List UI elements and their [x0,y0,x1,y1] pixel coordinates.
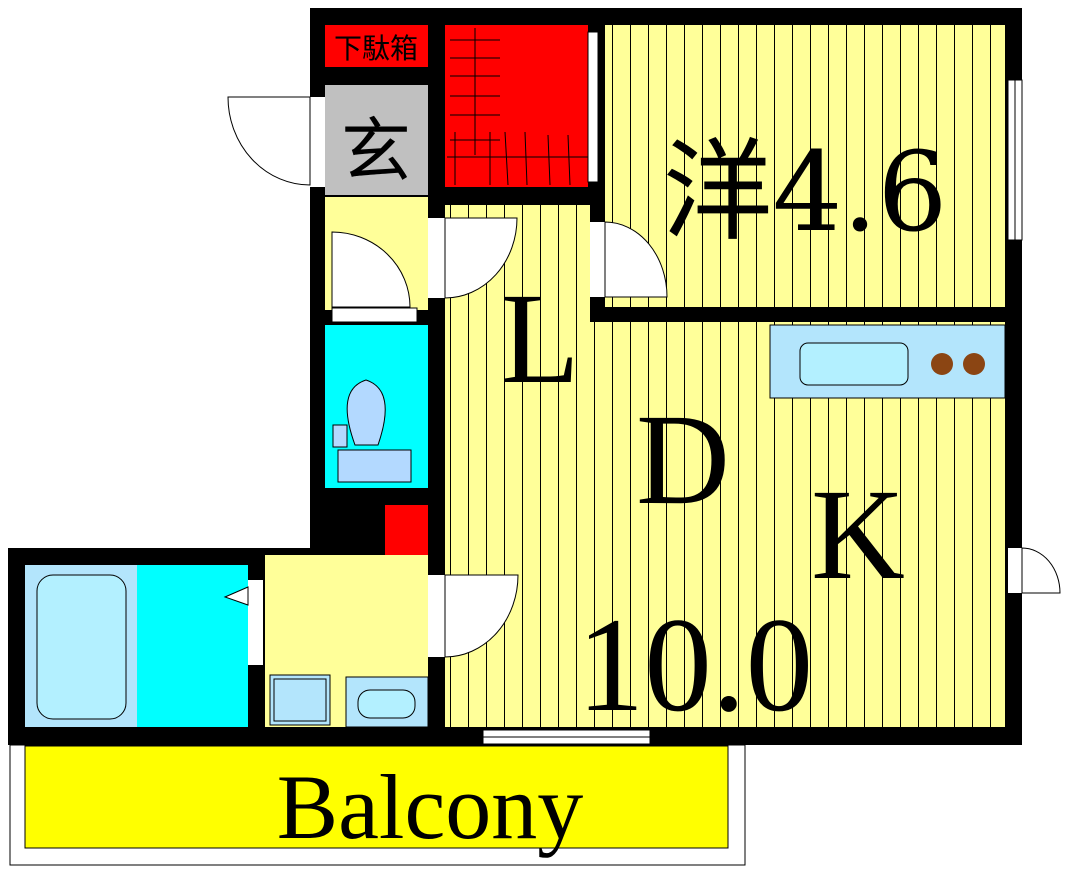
door-bathroom[interactable] [248,580,263,665]
ldk-label-l: L [500,267,579,411]
kitchen-sink [799,342,909,386]
ldk-label-k: K [811,463,905,607]
window-east-top [1007,79,1023,241]
door-toilet-swing [331,231,411,308]
window-south [482,729,651,745]
toilet-room [325,325,428,488]
door-toilet[interactable] [331,307,418,323]
western-room-label: 洋4.6 [663,128,948,256]
bathtub [36,574,127,720]
closet [445,25,599,187]
bathroom [25,565,263,727]
balcony-label: Balcony [277,756,584,858]
western-room: 洋4.6 [605,25,1005,307]
stove-burner [963,353,985,375]
shoe-cabinet: 下駄箱 [325,25,428,67]
storage-small [385,505,428,555]
entrance-label: 玄 [341,110,411,192]
door-ldk-wash[interactable] [428,574,519,658]
ldk-room: L D K 10.0 [445,205,1006,740]
hallway [325,197,428,323]
shoe-cabinet-label: 下駄箱 [334,32,418,65]
washing-machine [269,674,331,726]
ldk-size-label: 10.0 [577,591,813,740]
ldk-label-d: D [636,388,730,532]
entrance-door[interactable] [227,96,325,187]
entrance: 玄 [325,85,428,195]
balcony: Balcony [9,744,746,866]
stove-burner [931,353,953,375]
door-ldk-hall[interactable] [428,217,518,299]
door-western-room[interactable] [590,221,668,298]
toilet-tank [337,449,412,483]
toilet-bowl [346,379,386,446]
washroom [265,555,429,728]
door-east[interactable] [1008,547,1061,594]
